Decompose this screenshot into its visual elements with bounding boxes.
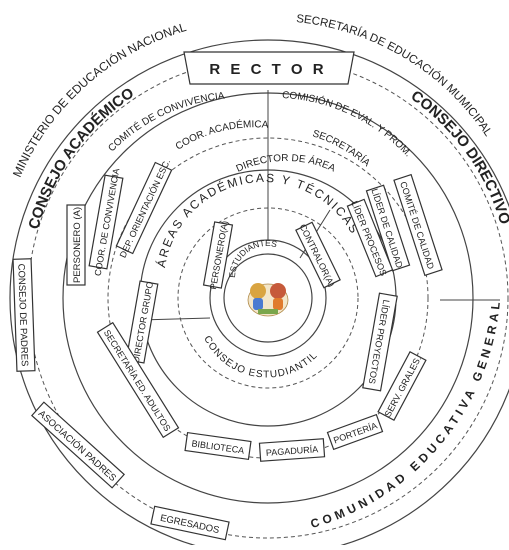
coor-convivencia-box: COOR. DE CONVIVENCIA — [88, 167, 125, 277]
personero-box: PERSONERO (A) — [67, 205, 85, 285]
consejo-directivo-label: CONSEJO DIRECTIVO — [408, 87, 509, 226]
pagaduria-box: PAGADURÍA — [259, 439, 324, 461]
biblioteca-box: BIBLIOTECA — [185, 433, 251, 460]
svg-text:PERSONERO (A): PERSONERO (A) — [72, 207, 83, 283]
estudiantes-label: ESTUDIANTES — [227, 238, 278, 278]
porteria-box: PORTERÍA — [327, 415, 382, 450]
areas-label: ÁREAS ACADÉMICAS Y TÉCNICAS — [153, 171, 362, 269]
egresados-box: EGRESADOS — [151, 506, 229, 539]
ministerio-label: MINISTERIO DE EDUCACIÓN NACIONAL — [10, 20, 188, 179]
lider-proyectos-box: LÍDER PROYECTOS — [363, 293, 397, 391]
asociacion-padres-box: ASOCIACIÓN PADRES — [32, 402, 124, 488]
students-illustration — [248, 283, 288, 316]
coor-academica-label: COOR. ACADÉMICA — [174, 118, 269, 153]
consejo-padres-box: CONSEJO DE PADRES — [13, 259, 35, 372]
svg-text:ASOCIACIÓN PADRES: ASOCIACIÓN PADRES — [36, 408, 118, 484]
rector-label: R E C T O R — [209, 61, 326, 78]
comunidad-label: COMUNIDAD EDUCATIVA GENERAL — [309, 297, 503, 530]
